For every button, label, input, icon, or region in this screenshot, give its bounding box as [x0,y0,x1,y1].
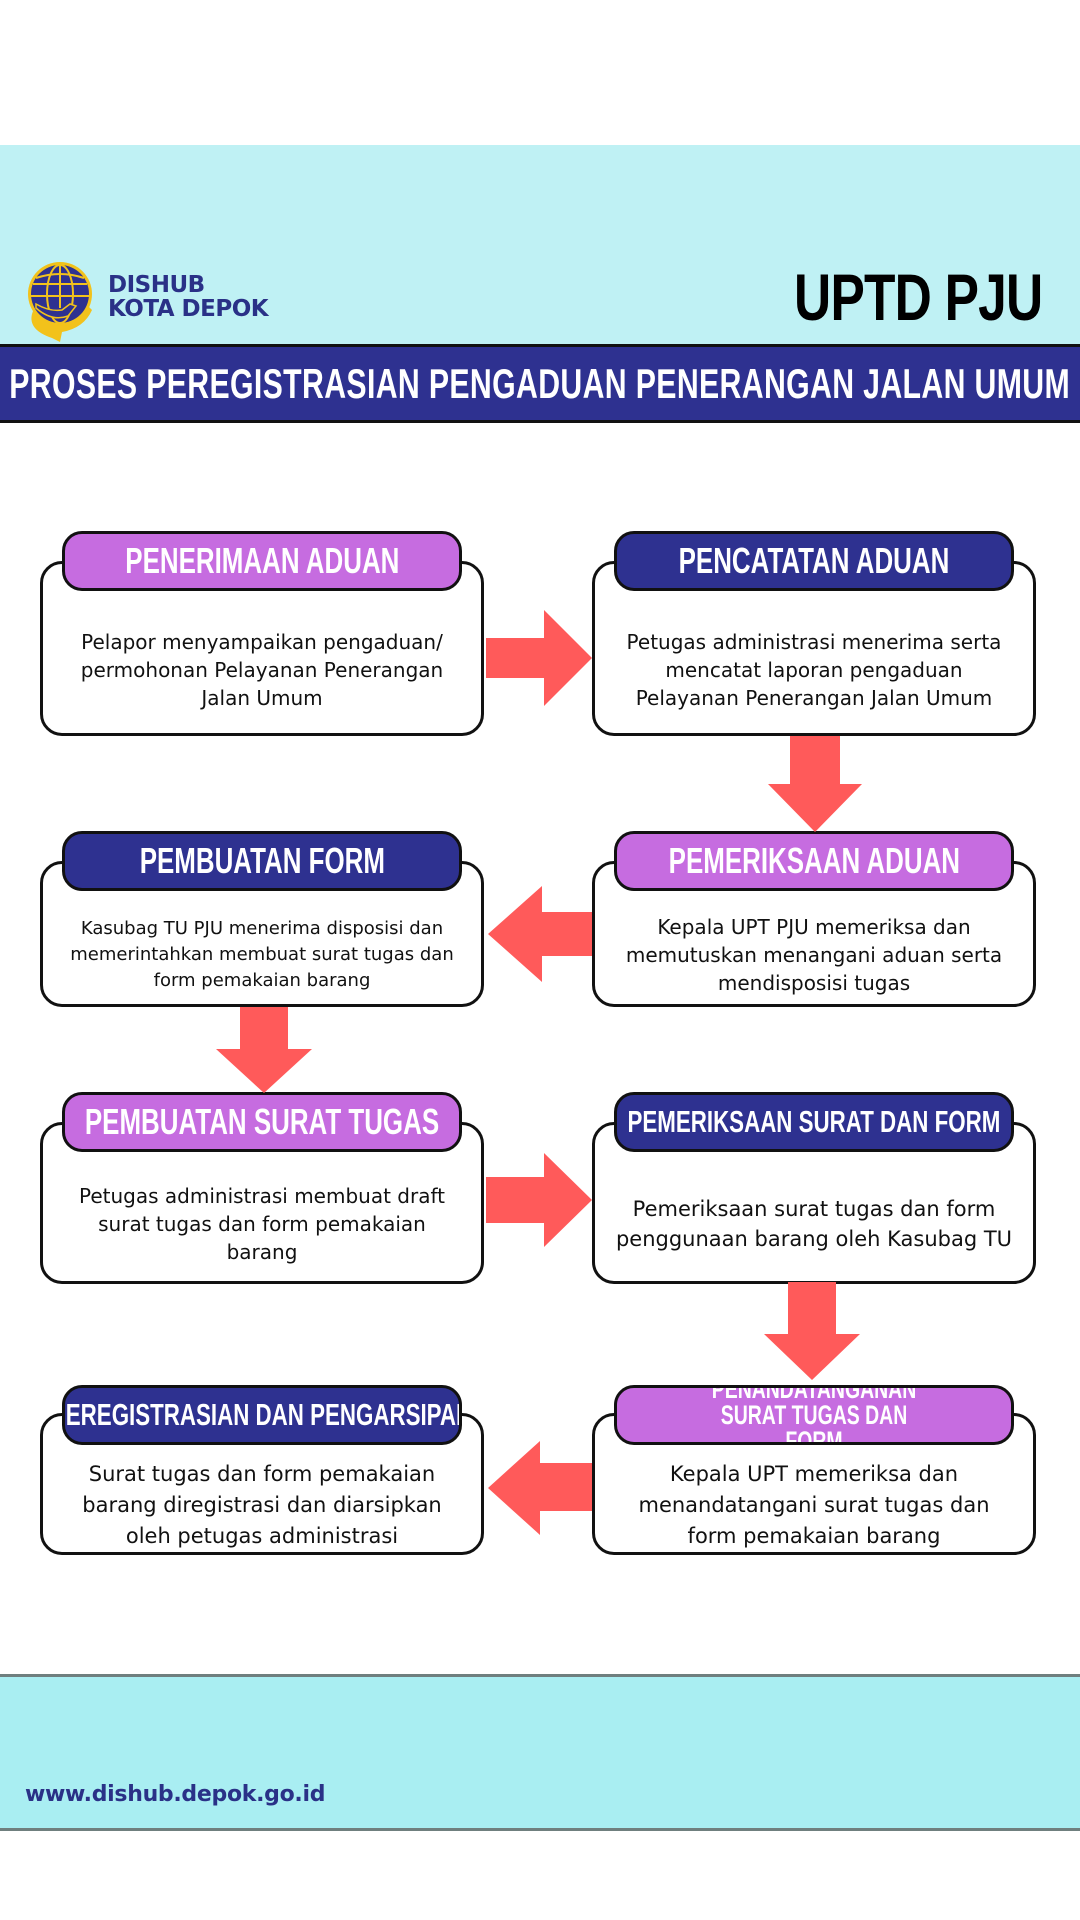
step-description: Kasubag TU PJU menerima disposisi dan me… [70,918,454,991]
arrow-right-icon [486,610,592,706]
step-title: PEMERIKSAAN SURAT DAN FORM [627,1104,1001,1139]
dishub-logo-icon [28,262,92,342]
step-header: PENERIMAAN ADUAN [62,531,462,591]
step-header: PENANDATANGANAN SURAT TUGAS DAN FORM [614,1385,1014,1445]
step-title: PENCATATAN ADUAN [678,540,950,581]
step-header: PEMBUATAN FORM [62,831,462,891]
arrow-down-icon [764,1282,860,1380]
arrow-down-icon [216,1007,312,1093]
unit-title: UPTD PJU [793,260,1043,334]
arrow-left-icon [488,1441,592,1535]
step-description: Petugas administrasi menerima serta menc… [626,629,1002,710]
step-description: Pelapor menyampaikan pengaduan/ permohon… [80,629,444,710]
brand-line-2: KOTA DEPOK [108,296,269,322]
step-description: Petugas administrasi membuat draft surat… [79,1184,445,1264]
step-header: PEMBUATAN SURAT TUGAS [62,1092,462,1152]
step-header: PEMERIKSAAN ADUAN [614,831,1014,891]
arrow-left-icon [488,886,592,982]
step-header: PEREGISTRASIAN DAN PENGARSIPAN [62,1385,462,1445]
step-description: Surat tugas dan form pemakaian barang di… [82,1461,442,1548]
step-description: Kepala UPT memeriksa dan menandatangani … [638,1461,990,1548]
step-title: PENERIMAAN ADUAN [124,540,400,581]
step-title: PENANDATANGANAN SURAT TUGAS DAN FORM [711,1385,917,1445]
header-band [0,145,1080,345]
brand-line-1: DISHUB [108,272,205,298]
footer-band [0,1674,1080,1831]
brand-name: DISHUB KOTA DEPOK [108,272,269,322]
step-header: PENCATATAN ADUAN [614,531,1014,591]
arrow-down-icon [768,736,862,832]
arrow-right-icon [486,1153,592,1247]
step-title: PEMBUATAN FORM [139,840,385,881]
page-title: PROSES PEREGISTRASIAN PENGADUAN PENERANG… [9,359,1071,407]
step-title: PEMBUATAN SURAT TUGAS [84,1101,440,1142]
website-link[interactable]: www.dishub.depok.go.id [25,1782,326,1807]
step-title: PEMERIKSAAN ADUAN [668,840,960,881]
step-description: Pemeriksaan surat tugas dan form penggun… [615,1197,1013,1251]
step-title: PEREGISTRASIAN DAN PENGARSIPAN [62,1397,462,1432]
step-description: Kepala UPT PJU memeriksa dan memutuskan … [625,915,1003,995]
step-header: PEMERIKSAAN SURAT DAN FORM [614,1092,1014,1152]
page-title-bar: PROSES PEREGISTRASIAN PENGADUAN PENERANG… [0,344,1080,423]
